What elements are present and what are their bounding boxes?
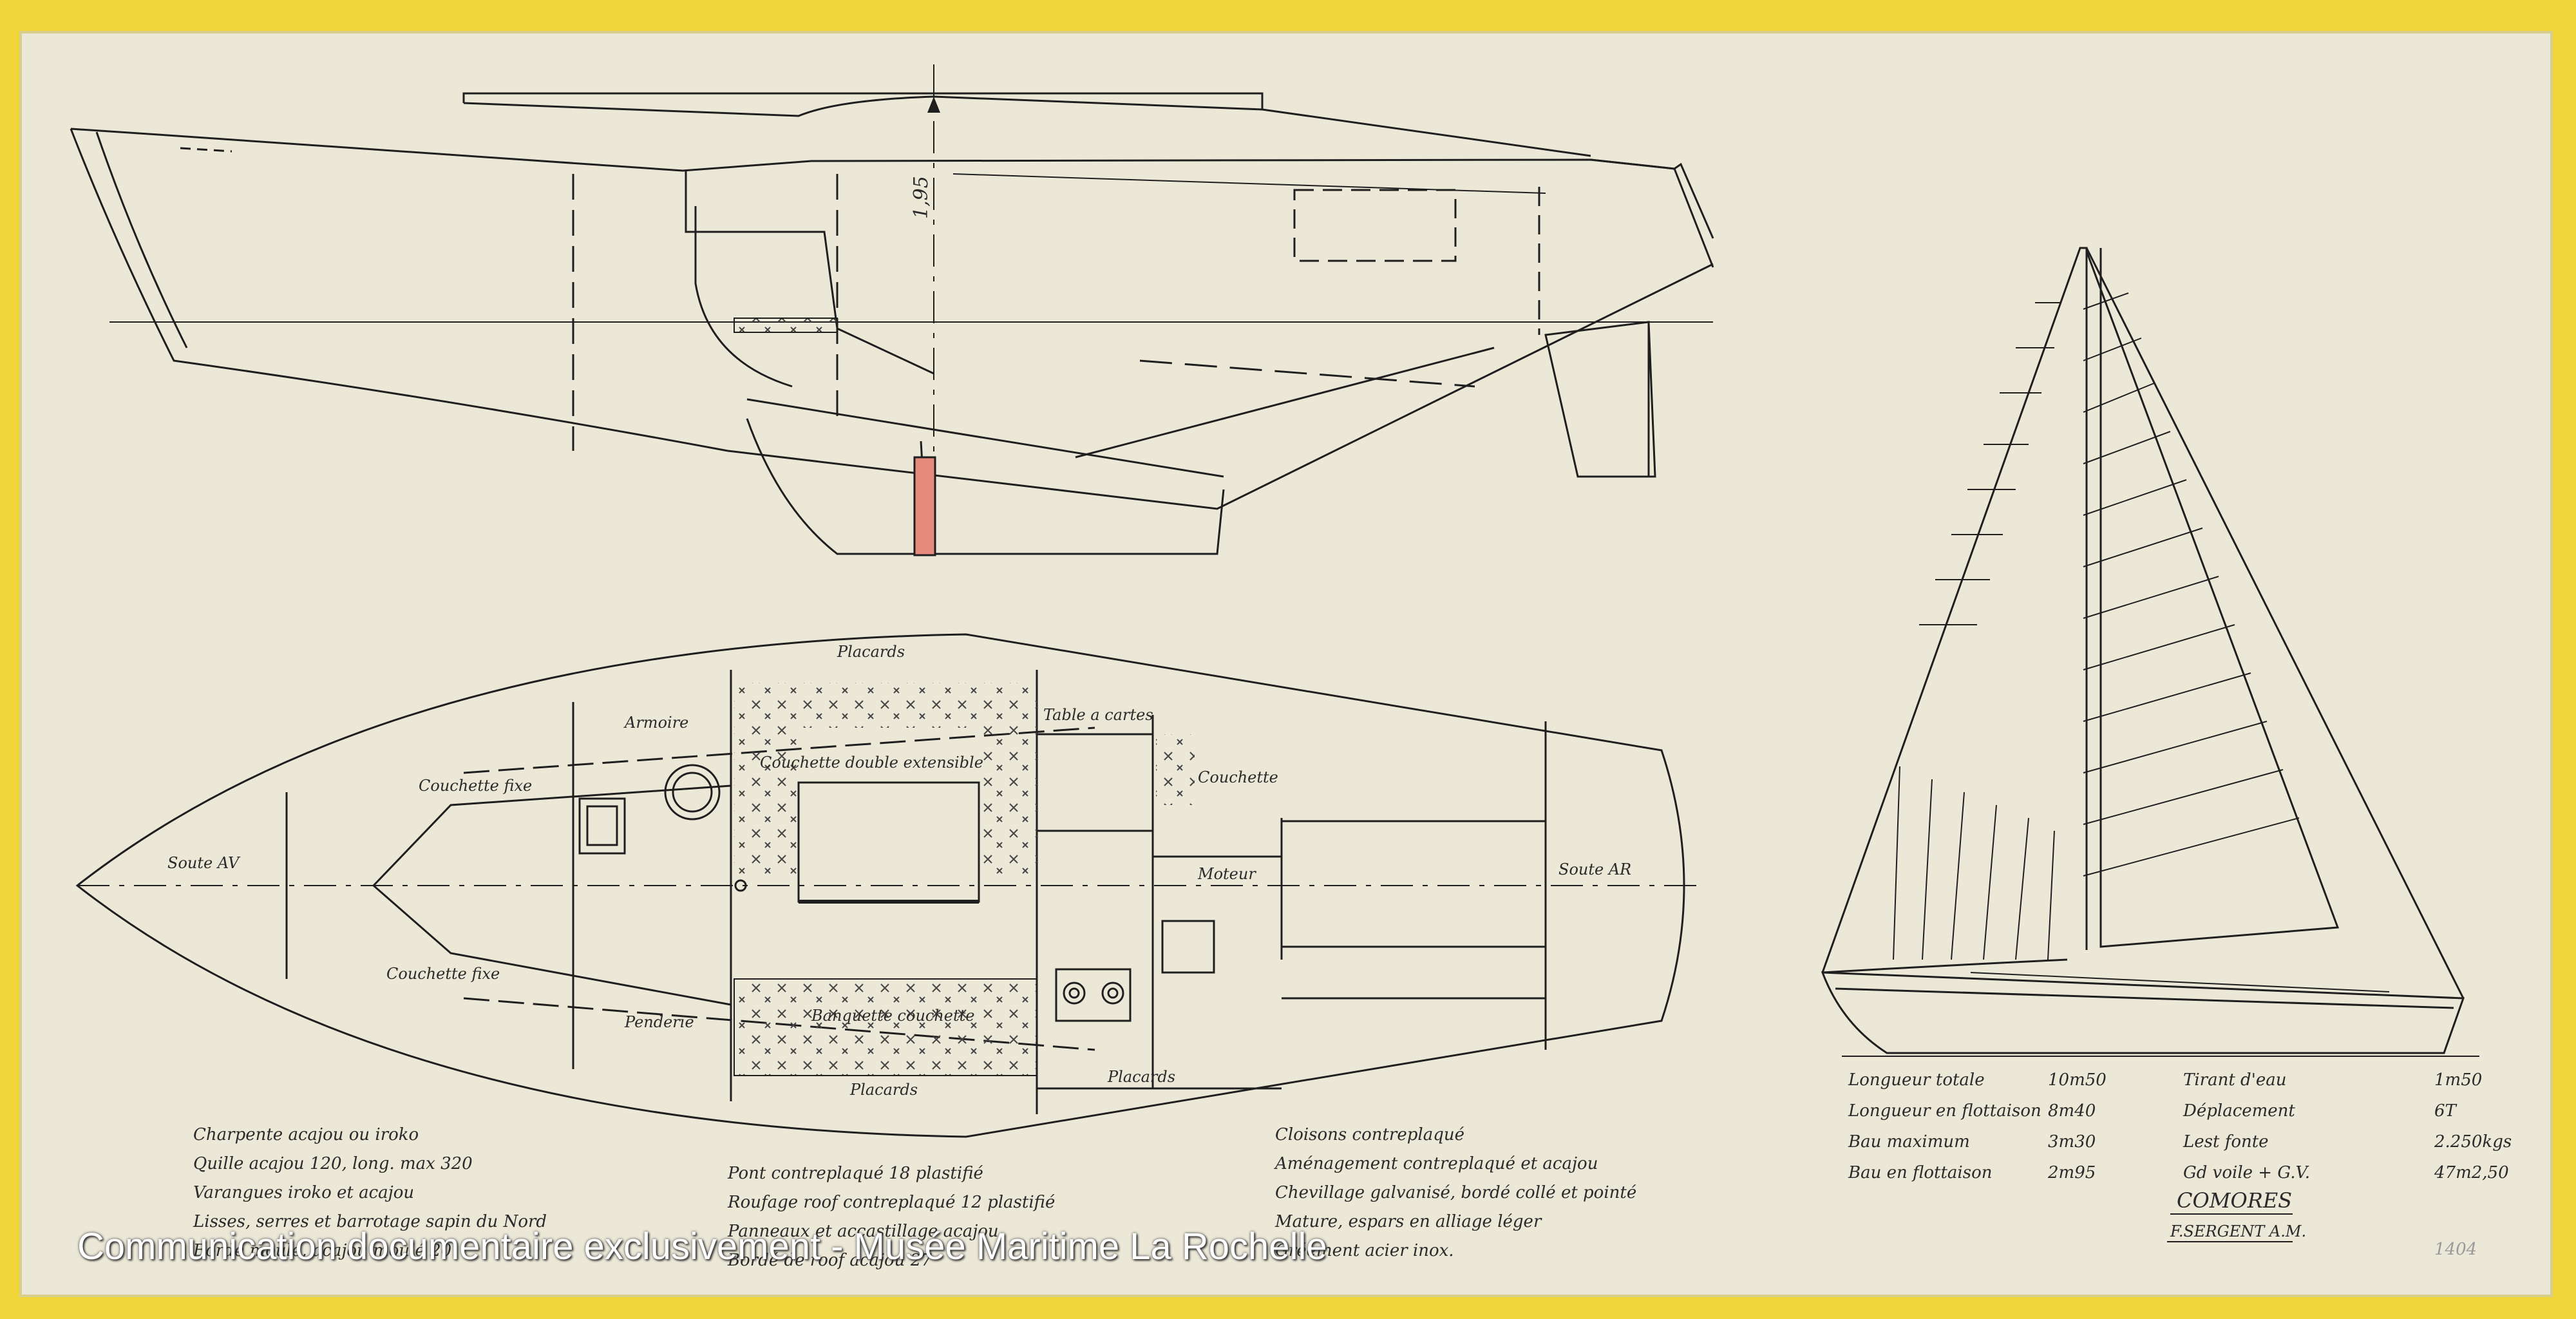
specs-table: Longueur totale 10m50 Longueur en flotta…	[1848, 1070, 2512, 1182]
sail-plan	[1821, 247, 2479, 1057]
spec-value-3: 3m30	[2048, 1132, 2096, 1152]
note-left-2: Quille acajou 120, long. max 320	[193, 1154, 473, 1173]
note-right-5: Gréement acier inox.	[1275, 1241, 1454, 1260]
label-armoire: Armoire	[623, 714, 688, 732]
note-left-5: Bordé moulé, acajou moulé 20	[193, 1241, 451, 1260]
profile-settee	[734, 318, 838, 333]
spec-label-1: Longueur totale	[1848, 1070, 1985, 1090]
spec-right-value-4: 47m2,50	[2434, 1163, 2509, 1182]
saloon-cushion-top	[734, 683, 1037, 728]
note-left-1: Charpente acajou ou iroko	[193, 1125, 419, 1144]
spec-label-2: Longueur en flottaison	[1848, 1101, 2041, 1121]
saloon-cushion-bottom	[734, 978, 1037, 1076]
spec-value-2: 8m40	[2048, 1101, 2096, 1121]
spec-right-value-1: 1m50	[2434, 1070, 2482, 1090]
mast-height-label: 1,95	[910, 176, 933, 219]
boat-name: COMORES	[2177, 1188, 2292, 1213]
spec-label-4: Bau en flottaison	[1848, 1163, 1992, 1182]
note-middle-1: Pont contreplaqué 18 plastifié	[727, 1164, 983, 1183]
label-placards-top: Placards	[837, 643, 905, 661]
label-couchette: Couchette	[1198, 768, 1278, 786]
label-moteur: Moteur	[1197, 865, 1256, 883]
notes-middle: Pont contreplaqué 18 plastifié Roufage r…	[727, 1164, 1055, 1270]
note-left-4: Lisses, serres et barrotage sapin du Nor…	[193, 1212, 547, 1231]
label-table-a-cartes: Table a cartes	[1043, 706, 1153, 724]
saloon-cushion-left	[734, 728, 799, 876]
note-middle-2: Roufage roof contreplaqué 12 plastifié	[727, 1193, 1055, 1212]
spec-value-4: 2m95	[2047, 1163, 2096, 1182]
label-couchette-fixe-bottom: Couchette fixe	[386, 965, 500, 983]
spec-right-value-3: 2.250kgs	[2434, 1132, 2512, 1152]
quarter-berth-cushion	[1156, 734, 1195, 805]
paper	[21, 32, 2552, 1296]
plan-number: 1404	[2434, 1240, 2477, 1259]
notes-right: Cloisons contreplaqué Aménagement contre…	[1274, 1125, 1636, 1260]
label-couchette-fixe-top: Couchette fixe	[419, 777, 532, 795]
label-banquette: Banquette couchette	[811, 1007, 975, 1025]
note-right-3: Chevillage galvanisé, bordé collé et poi…	[1275, 1183, 1636, 1202]
note-left-3: Varangues iroko et acajou	[193, 1183, 414, 1202]
spec-label-3: Bau maximum	[1848, 1132, 1970, 1152]
label-placards-bottom: Placards	[849, 1081, 918, 1099]
note-middle-4: Bordé de roof acajou 27	[727, 1251, 932, 1270]
spec-right-label-4: Gd voile + G.V.	[2183, 1163, 2310, 1182]
label-soute-av: Soute AV	[167, 854, 241, 872]
plan-labels: Placards Armoire Table a cartes Couchett…	[167, 643, 1631, 1099]
ballast-keel	[913, 456, 936, 556]
designer-name: F.SERGENT A.M.	[2170, 1222, 2306, 1240]
spec-right-label-2: Déplacement	[2183, 1101, 2295, 1121]
spec-right-label-1: Tirant d'eau	[2183, 1070, 2286, 1090]
spec-value-1: 10m50	[2048, 1070, 2107, 1090]
note-right-1: Cloisons contreplaqué	[1275, 1125, 1464, 1144]
saloon-cushion-right	[979, 728, 1037, 876]
label-placards-right: Placards	[1107, 1068, 1175, 1086]
label-soute-ar: Soute AR	[1558, 860, 1631, 878]
label-penderie: Penderie	[624, 1013, 694, 1031]
notes-left: Charpente acajou ou iroko Quille acajou …	[193, 1125, 547, 1260]
archive-watermark: Communication documentaire exclusivement…	[77, 1226, 1327, 1267]
spec-right-label-3: Lest fonte	[2183, 1132, 2269, 1152]
label-couchette-double: Couchette double extensible	[760, 754, 983, 772]
note-middle-3: Panneaux et accastillage acajou	[727, 1222, 999, 1241]
note-right-4: Mature, espars en alliage léger	[1274, 1212, 1542, 1231]
spec-right-value-2: 6T	[2434, 1101, 2458, 1121]
note-right-2: Aménagement contreplaqué et acajou	[1274, 1154, 1598, 1173]
